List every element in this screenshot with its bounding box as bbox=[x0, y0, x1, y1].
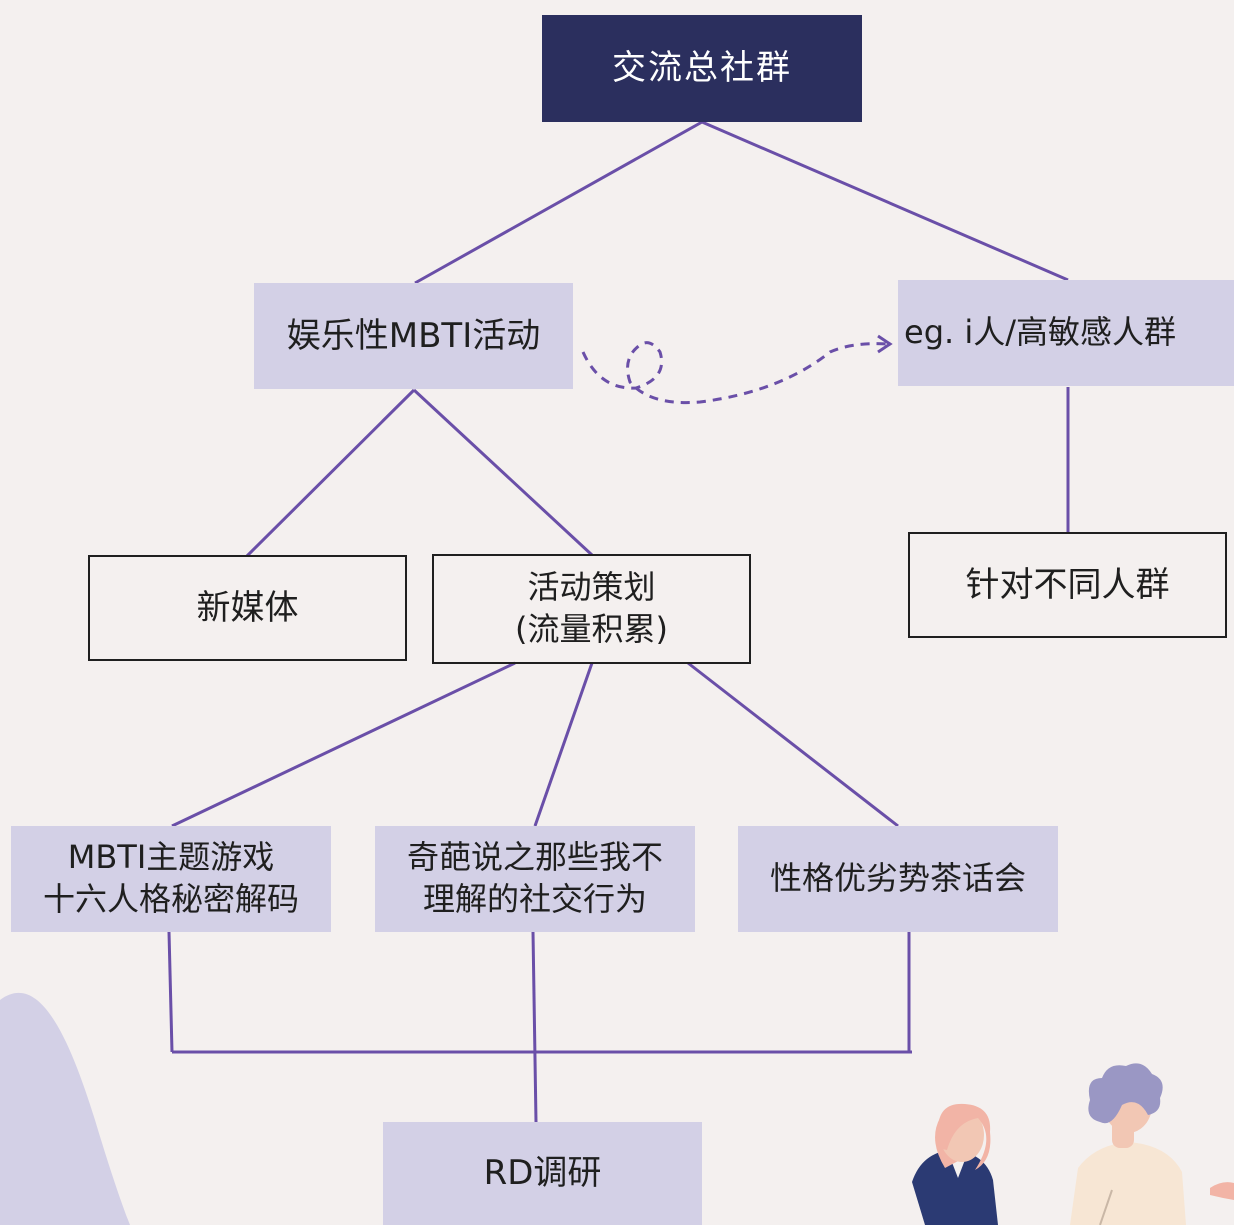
connector-game-down bbox=[167, 931, 174, 1053]
connector-root-right bbox=[701, 120, 1069, 282]
dashed-arrow-head bbox=[877, 334, 893, 354]
dashed-loop-arrow bbox=[581, 341, 889, 405]
debate-node: 奇葩说之那些我不 理解的社交行为 bbox=[375, 826, 695, 932]
connector-left-planning bbox=[412, 388, 594, 557]
root-node: 交流总社群 bbox=[542, 15, 862, 122]
connector-planning-game bbox=[171, 661, 516, 828]
research-node: RD调研 bbox=[383, 1122, 702, 1225]
connector-left-newmedia bbox=[245, 388, 416, 558]
target-groups-node: 针对不同人群 bbox=[908, 532, 1227, 638]
tea-party-node: 性格优劣势茶话会 bbox=[738, 826, 1058, 932]
connector-planning-debate bbox=[533, 662, 594, 827]
left-branch-node: 娱乐性MBTI活动 bbox=[254, 283, 573, 389]
connector-debate-research bbox=[531, 931, 538, 1123]
right-branch-node: eg. i人/高敏感人群 bbox=[898, 280, 1234, 386]
connector-planning-tea bbox=[687, 661, 899, 828]
new-media-node: 新媒体 bbox=[88, 555, 407, 661]
game-node: MBTI主题游戏 十六人格秘密解码 bbox=[11, 826, 331, 932]
connector-root-left bbox=[414, 120, 703, 285]
planning-node: 活动策划 (流量积累) bbox=[432, 554, 751, 664]
